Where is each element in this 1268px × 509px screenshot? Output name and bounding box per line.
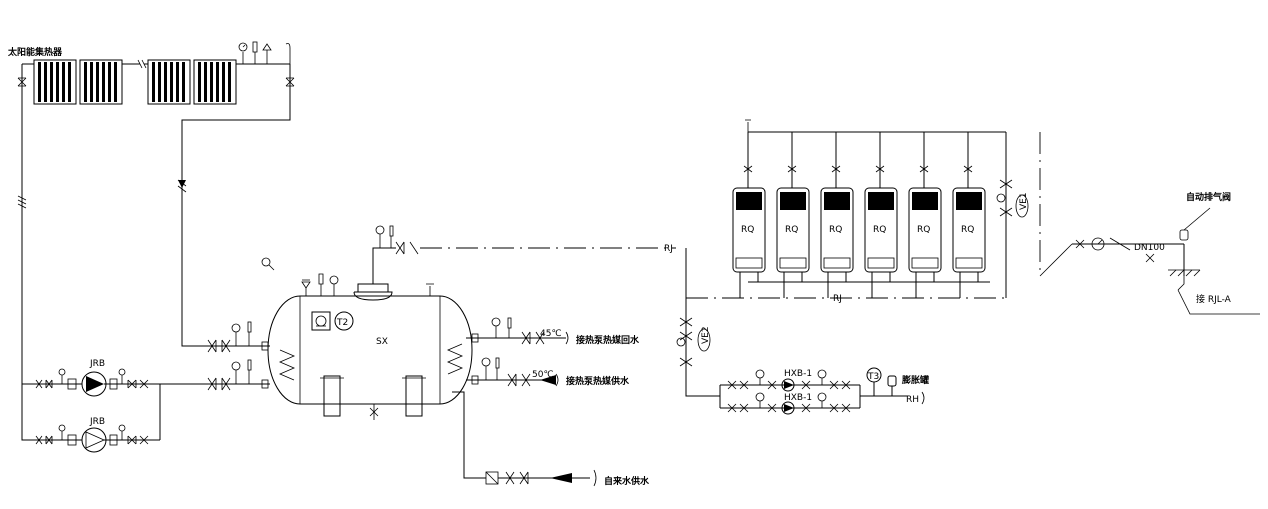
heater-5: RQ <box>908 132 942 298</box>
rj-label-top: RJ <box>664 244 673 254</box>
auto-air-valve-icon <box>1179 229 1189 241</box>
heat-pump-return-label: 接热泵热媒回水 <box>576 334 640 346</box>
solar-panel-4 <box>193 59 237 105</box>
exchanger-row-2: HXB-1 <box>727 392 851 415</box>
tank-temp-sensor: T2 <box>334 311 354 331</box>
dn-label: DN100 <box>1134 243 1165 253</box>
temp-50-label: 50℃ <box>532 370 554 380</box>
tap-water-label: 自来水供水 <box>604 475 650 487</box>
pump-2-label: JRB <box>89 417 105 427</box>
svg-text:RQ: RQ <box>961 225 974 235</box>
svg-text:RQ: RQ <box>873 225 886 235</box>
svg-text:T3: T3 <box>867 372 879 382</box>
pump-2-outlet-valves <box>109 424 149 446</box>
svg-text:VE1: VE1 <box>1019 192 1029 210</box>
pump-1-valves <box>35 368 77 390</box>
exchanger-row-1: HXB-1 <box>727 369 851 392</box>
exchanger-1-label: HXB-1 <box>784 369 812 379</box>
solar-collector-array: 太阳能集热器 <box>7 41 291 105</box>
solar-panel-2 <box>79 59 123 105</box>
rj-distribution: RJ VE2 <box>676 248 1006 397</box>
collector-pressure-gauge <box>238 42 248 64</box>
storage-tank: T2 SX RJ <box>267 225 676 420</box>
pump-2-valves <box>35 424 77 446</box>
magnifier-icon <box>261 257 275 271</box>
heat-pump-connections: 45℃ 接热泵热媒回水 50℃ 接热泵热媒供水 自来水供水 <box>452 317 650 487</box>
expansion-tank-label: 膨胀罐 <box>901 374 929 386</box>
tank-inlet-valves <box>207 321 270 391</box>
solar-loop-piping <box>17 64 295 441</box>
heater-6: RQ <box>952 132 986 298</box>
collector-air-vent <box>262 43 272 64</box>
expansion-tank-icon <box>887 375 897 387</box>
solar-collector-label: 太阳能集热器 <box>7 46 63 58</box>
tank-gauge-icon <box>311 311 331 331</box>
svg-text:VE2: VE2 <box>701 326 711 344</box>
heater-3: RQ <box>820 132 854 298</box>
tank-manhole-icon <box>353 283 393 301</box>
heater-2: RQ <box>776 132 810 298</box>
auto-air-valve-label: 自动排气阀 <box>1186 191 1231 203</box>
pressure-gauge-icon <box>1091 237 1105 251</box>
pump-group: JRB JRB <box>35 359 270 453</box>
solar-panel-1 <box>33 59 77 105</box>
valve-ve2: VE2 <box>676 317 711 367</box>
svg-text:RQ: RQ <box>741 225 754 235</box>
heat-exchanger-group: HXB-1 HXB-1 T3 膨胀罐 RH <box>719 367 929 415</box>
heater-1: RQ <box>732 132 766 298</box>
svg-text:RQ: RQ <box>829 225 842 235</box>
exchanger-2-label: HXB-1 <box>784 393 812 403</box>
pump-1 <box>81 371 107 397</box>
rh-label: RH <box>906 395 919 405</box>
solar-panel-3 <box>147 59 191 105</box>
heater-4: RQ <box>864 132 898 298</box>
svg-text:RQ: RQ <box>917 225 930 235</box>
temp-45-label: 45℃ <box>540 329 562 339</box>
sensor-t3: T3 <box>866 367 882 383</box>
pump-1-outlet-valves <box>109 368 149 390</box>
svg-text:RQ: RQ <box>785 225 798 235</box>
tank-tag: SX <box>376 337 388 347</box>
connect-rjl-label: 接 RJL-A <box>1196 293 1232 305</box>
pump-2 <box>81 427 107 453</box>
svg-text:T2: T2 <box>336 318 348 328</box>
rj-label-mid: RJ <box>833 294 842 304</box>
heat-pump-supply-label: 接热泵热媒供水 <box>566 375 630 387</box>
pump-1-label: JRB <box>89 359 105 369</box>
valve-ve1: VE1 <box>996 179 1029 218</box>
outlet-section: DN100 自动排气阀 接 RJL-A <box>1039 191 1260 315</box>
water-heater-bank: RQ RQ RQ RQ <box>732 119 1041 298</box>
collector-thermometer <box>252 41 258 64</box>
